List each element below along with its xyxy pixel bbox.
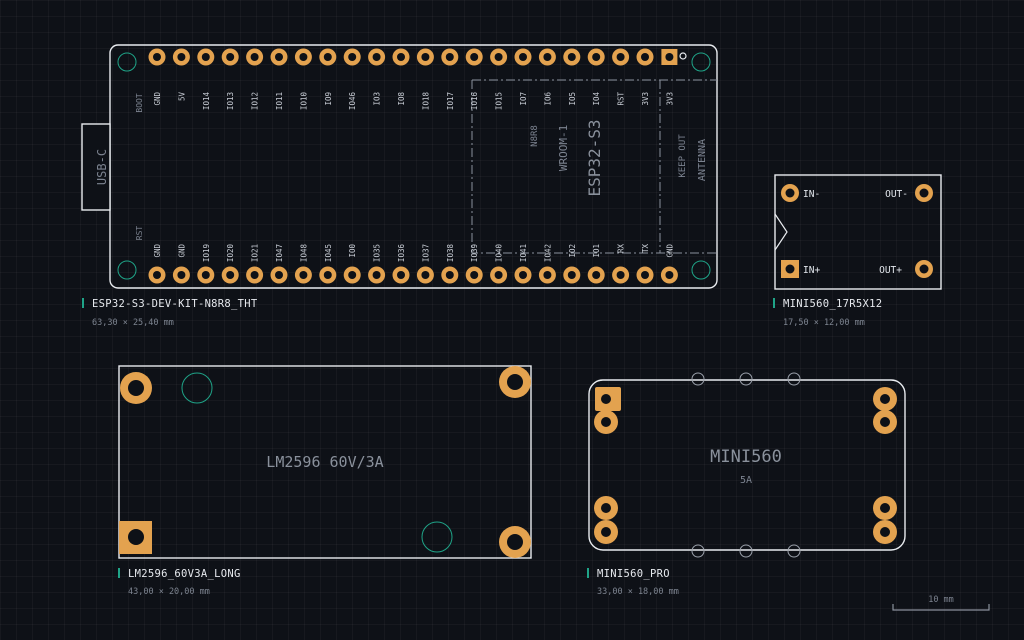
- mini560-pro-outline: [588, 379, 906, 551]
- pin-label: IO2: [568, 244, 577, 258]
- pin-label: GND: [153, 92, 162, 106]
- pin-label: IO17: [446, 92, 455, 110]
- esp32-name: ESP32-S3-DEV-KIT-N8R8_THT: [92, 298, 258, 310]
- usb-c-connector: [81, 123, 111, 211]
- mounting-hole: [117, 260, 137, 280]
- esp32-bottom-header: GND GND IO19 IO20 IO21 IO47 IO48 IO45 IO0 IO35 IO3…: [148, 244, 678, 284]
- pin-label: IO3: [373, 92, 382, 106]
- antenna-label: ANTENNA: [697, 139, 708, 181]
- keepout-label: KEEP OUT: [678, 134, 688, 178]
- pin1-marker: [679, 52, 687, 60]
- scale-bar: 10 mm: [892, 595, 990, 611]
- pin-label: IO8: [397, 92, 406, 106]
- module-subtitle: WROOM-1: [557, 125, 570, 171]
- pin-label: IO18: [421, 92, 430, 111]
- pin-label: IO45: [324, 244, 333, 262]
- pin-label: IO36: [397, 244, 406, 263]
- pin-label: TX: [641, 244, 650, 254]
- pin-label: IO46: [348, 92, 357, 111]
- caption-marker: [118, 568, 120, 578]
- scale-label: 10 mm: [928, 595, 954, 605]
- mini560-pro-dims: 33,00 × 18,00 mm: [597, 587, 679, 597]
- pin-label: IO35: [373, 244, 382, 262]
- pin-label: IO1: [592, 244, 601, 258]
- pin-label: GND: [177, 244, 186, 258]
- esp32-footprint[interactable]: USB-C BOOT RST ESP32-S3 WROOM-1 N8R8 KEE…: [81, 44, 718, 289]
- pin-out-minus: OUT-: [885, 189, 908, 200]
- pin-label: IO47: [275, 244, 284, 262]
- pin-label: IO14: [202, 92, 211, 111]
- module-title: ESP32-S3: [585, 119, 604, 196]
- pin-label: IO39: [470, 244, 479, 262]
- pin-label: 3V3: [665, 92, 674, 106]
- pin-label: IO38: [446, 244, 455, 263]
- pin-label: IO4: [592, 92, 601, 106]
- module-outline: [471, 80, 717, 254]
- pin-label: IO7: [519, 92, 528, 106]
- pin-label: RST: [617, 92, 626, 106]
- pin-label: GND: [153, 244, 162, 258]
- mounting-hole: [117, 52, 137, 72]
- pin-label: IO9: [324, 92, 333, 106]
- mounting-hole: [691, 52, 711, 72]
- pin-label: IO41: [519, 244, 528, 262]
- pin-label: IO19: [202, 244, 211, 262]
- lm2596-outline: [118, 365, 532, 559]
- pin-label: IO21: [251, 244, 260, 262]
- module-variant: N8R8: [530, 125, 540, 147]
- lm2596-label: LM2596 60V/3A: [266, 453, 383, 471]
- pin-label: IO37: [421, 244, 430, 262]
- mini560-pro-sublabel: 5A: [740, 475, 752, 486]
- pin-label: 5V: [177, 92, 186, 102]
- pin-label: IO12: [251, 92, 260, 110]
- pin-label: IO5: [568, 92, 577, 106]
- pin-label: IO42: [543, 244, 552, 262]
- lm2596-dims: 43,00 × 20,00 mm: [128, 587, 210, 597]
- pin-label: IO11: [275, 92, 284, 110]
- mounting-hole: [421, 521, 453, 553]
- pin-out-plus: OUT+: [879, 265, 902, 276]
- pin-in-minus: IN-: [803, 189, 820, 200]
- esp32-top-header: GND 5V IO14 IO13 IO12 IO11 IO10 IO9 IO46 IO3 IO8 IO…: [148, 48, 678, 111]
- mini560-pro-name: MINI560_PRO: [597, 568, 670, 580]
- mini560-small-dims: 17,50 × 12,00 mm: [783, 318, 865, 328]
- pin-label: IO20: [226, 244, 235, 263]
- boot-label: BOOT: [135, 93, 144, 112]
- mini560-pro-label: MINI560: [710, 447, 782, 467]
- lm2596-footprint[interactable]: LM2596 60V/3A: [118, 365, 532, 559]
- pin-label: IO40: [495, 244, 504, 263]
- caption-marker: [773, 298, 775, 308]
- pin-label: 3V3: [641, 92, 650, 106]
- pin-label: IO15: [495, 92, 504, 110]
- pin-label: IO0: [348, 244, 357, 258]
- pin-in-plus: IN+: [803, 265, 820, 276]
- pin-label: IO13: [226, 92, 235, 110]
- mounting-hole: [181, 372, 213, 404]
- pin-label: IO16: [470, 92, 479, 111]
- rst-label: RST: [135, 226, 144, 241]
- esp32-dims: 63,30 × 25,40 mm: [92, 318, 174, 328]
- pin-label: IO10: [299, 92, 308, 111]
- pin-label: RX: [617, 244, 626, 254]
- pin-label: IO48: [299, 244, 308, 263]
- usb-c-label: USB-C: [95, 149, 109, 185]
- lm2596-name: LM2596_60V3A_LONG: [128, 568, 241, 580]
- mounting-hole: [691, 260, 711, 280]
- mini560-small-outline: [774, 174, 942, 290]
- mini560-small-footprint[interactable]: IN- OUT- IN+ OUT+: [774, 174, 942, 290]
- caption-marker: [82, 298, 84, 308]
- mini560-small-name: MINI560_17R5X12: [783, 298, 882, 310]
- input-notch: [774, 213, 788, 251]
- mini560-pro-footprint[interactable]: MINI560 5A: [588, 372, 906, 558]
- caption-marker: [587, 568, 589, 578]
- pin-label: GND: [665, 244, 674, 258]
- pin-label: IO6: [543, 92, 552, 106]
